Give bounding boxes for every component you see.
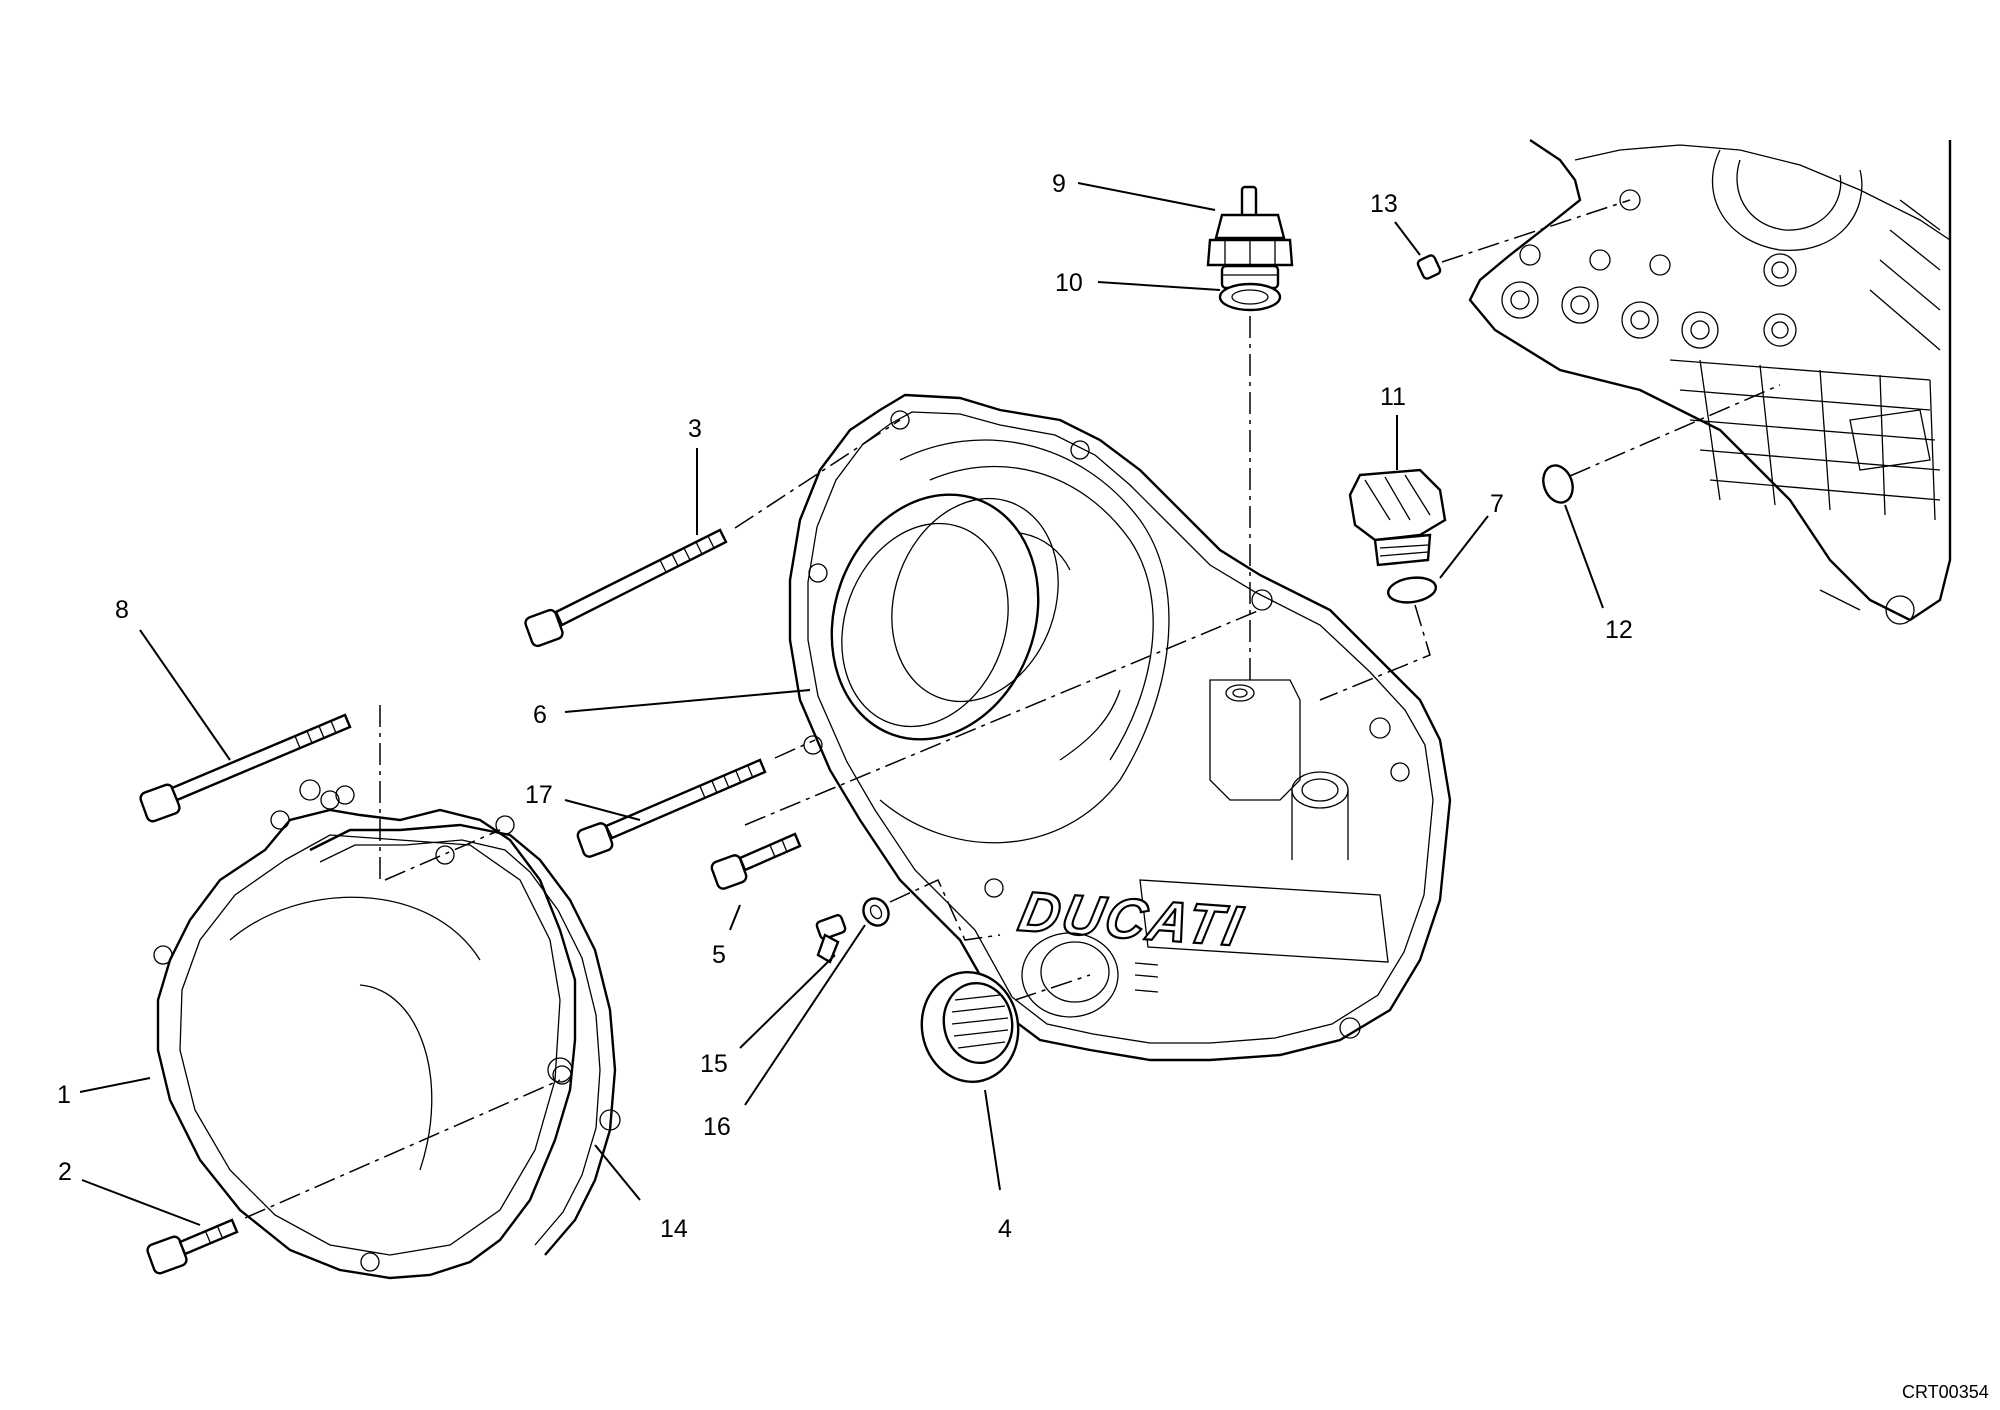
part-16-washer: [862, 879, 1001, 941]
part-14-gasket: [299, 779, 617, 1256]
callout-15: 15: [700, 1050, 728, 1078]
callout-5: 5: [712, 941, 726, 969]
callout-9: 9: [1052, 170, 1066, 198]
callout-6: 6: [533, 701, 547, 729]
callout-8: 8: [115, 596, 129, 624]
part-4-oil-seal: [920, 970, 1091, 1084]
callout-17: 17: [525, 781, 553, 809]
callout-16: 16: [703, 1113, 731, 1141]
part-5-screw: [710, 832, 802, 890]
callout-10: 10: [1055, 269, 1083, 297]
callout-13: 13: [1370, 190, 1398, 218]
part-3-screw: [524, 419, 901, 648]
callout-7: 7: [1490, 490, 1504, 518]
callout-11: 11: [1380, 383, 1406, 411]
part-12-o-ring: [1542, 384, 1781, 504]
part-2-screw: [146, 1079, 561, 1275]
callout-3: 3: [688, 415, 702, 443]
callout-12: 12: [1605, 616, 1633, 644]
part-6-seal-ring: [744, 493, 1261, 826]
callout-4: 4: [998, 1215, 1012, 1243]
callout-2: 2: [58, 1158, 72, 1186]
part-17-screw: [576, 739, 816, 858]
part-13-dowel: [1416, 199, 1631, 280]
part-7-o-ring: [1319, 576, 1438, 701]
callout-14: 14: [660, 1215, 688, 1243]
crankcase-section: [1468, 139, 1952, 625]
part-10-washer: [1218, 282, 1282, 680]
clutch-cover-housing: DUCATI: [788, 393, 1452, 1062]
drawing-code: CRT00354: [1902, 1382, 1989, 1402]
part-15-screw: [815, 914, 847, 964]
leader-lines: [79, 182, 1604, 1226]
part-11-oil-plug: [1348, 468, 1447, 567]
part-8-screw: [139, 705, 501, 885]
part-9-sensor: [1206, 185, 1294, 290]
callout-1: 1: [57, 1081, 71, 1109]
part-1-clutch-cover: [153, 790, 621, 1280]
brand-text: DUCATI: [1014, 880, 1250, 958]
callout-labels: 1 2 3 4 5 6 7 8 9 10 11 12 13 14 15 16 1…: [57, 170, 1633, 1243]
